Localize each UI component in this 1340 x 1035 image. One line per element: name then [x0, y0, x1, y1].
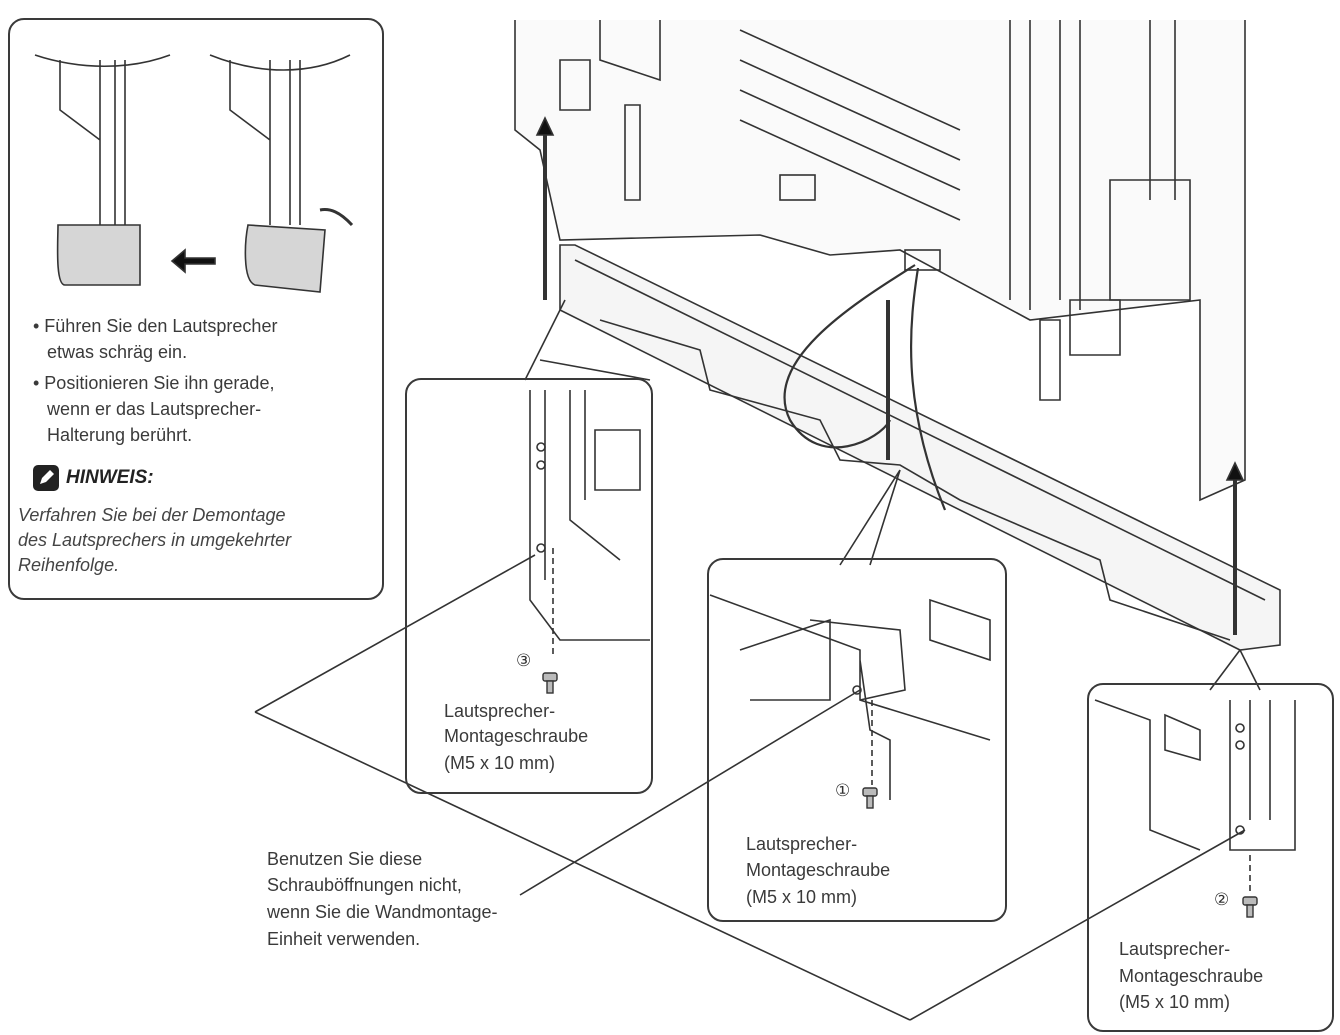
callout-marker-1: ①	[835, 781, 851, 800]
tip-bullet-1-line1: • Führen Sie den Lautsprecher	[33, 316, 278, 336]
arrow-curve-icon	[319, 208, 354, 227]
note-line-1: Verfahren Sie bei der Demontage	[18, 505, 286, 525]
note-line-2: des Lautsprechers in umgekehrter	[18, 530, 292, 550]
zoom-box-screw-2	[1087, 683, 1334, 1032]
note-line-3: Reihenfolge.	[18, 555, 120, 575]
callout-2-line2: Montageschraube	[1119, 966, 1264, 986]
callout-3-line2: Montageschraube	[444, 726, 589, 746]
warning-line-4: Einheit verwenden.	[267, 929, 421, 949]
screw-icon	[542, 672, 1258, 918]
callout-3-line3: (M5 x 10 mm)	[444, 753, 556, 773]
callout-1-line3: (M5 x 10 mm)	[746, 887, 858, 907]
arrow-left-icon	[170, 248, 216, 274]
tip-bullet-2-line1: • Positionieren Sie ihn gerade,	[33, 373, 275, 393]
callout-marker-2: ②	[1214, 890, 1230, 909]
warning-line-1: Benutzen Sie diese	[267, 849, 423, 869]
zoom-box-screw-1	[707, 558, 1007, 922]
note-title: HINWEIS:	[66, 467, 154, 488]
pencil-icon	[33, 465, 59, 491]
tip-bullet-2-line3: Halterung berührt.	[47, 425, 193, 445]
tip-panel	[8, 18, 384, 600]
warning-line-2: Schrauböffnungen nicht,	[267, 875, 462, 895]
leader-lines	[254, 554, 1246, 1021]
speaker-end-right	[244, 224, 326, 293]
callout-2-line3: (M5 x 10 mm)	[1119, 992, 1231, 1012]
warning-line-3: wenn Sie die Wandmontage-	[267, 902, 498, 922]
callout-2-line1: Lautsprecher-	[1119, 939, 1231, 959]
tip-bullet-1-line2: etwas schräg ein.	[47, 342, 188, 362]
callout-1-line2: Montageschraube	[746, 860, 891, 880]
callout-1-line1: Lautsprecher-	[746, 834, 858, 854]
callout-3-line1: Lautsprecher-	[444, 701, 556, 721]
zoom-box-screw-3	[405, 378, 653, 794]
speaker-cable	[783, 264, 947, 511]
speaker-end-left	[56, 224, 141, 286]
tv-back-panel	[514, 20, 1246, 502]
callout-marker-3: ③	[516, 651, 532, 670]
tip-bullet-2-line2: wenn er das Lautsprecher-	[47, 399, 262, 419]
